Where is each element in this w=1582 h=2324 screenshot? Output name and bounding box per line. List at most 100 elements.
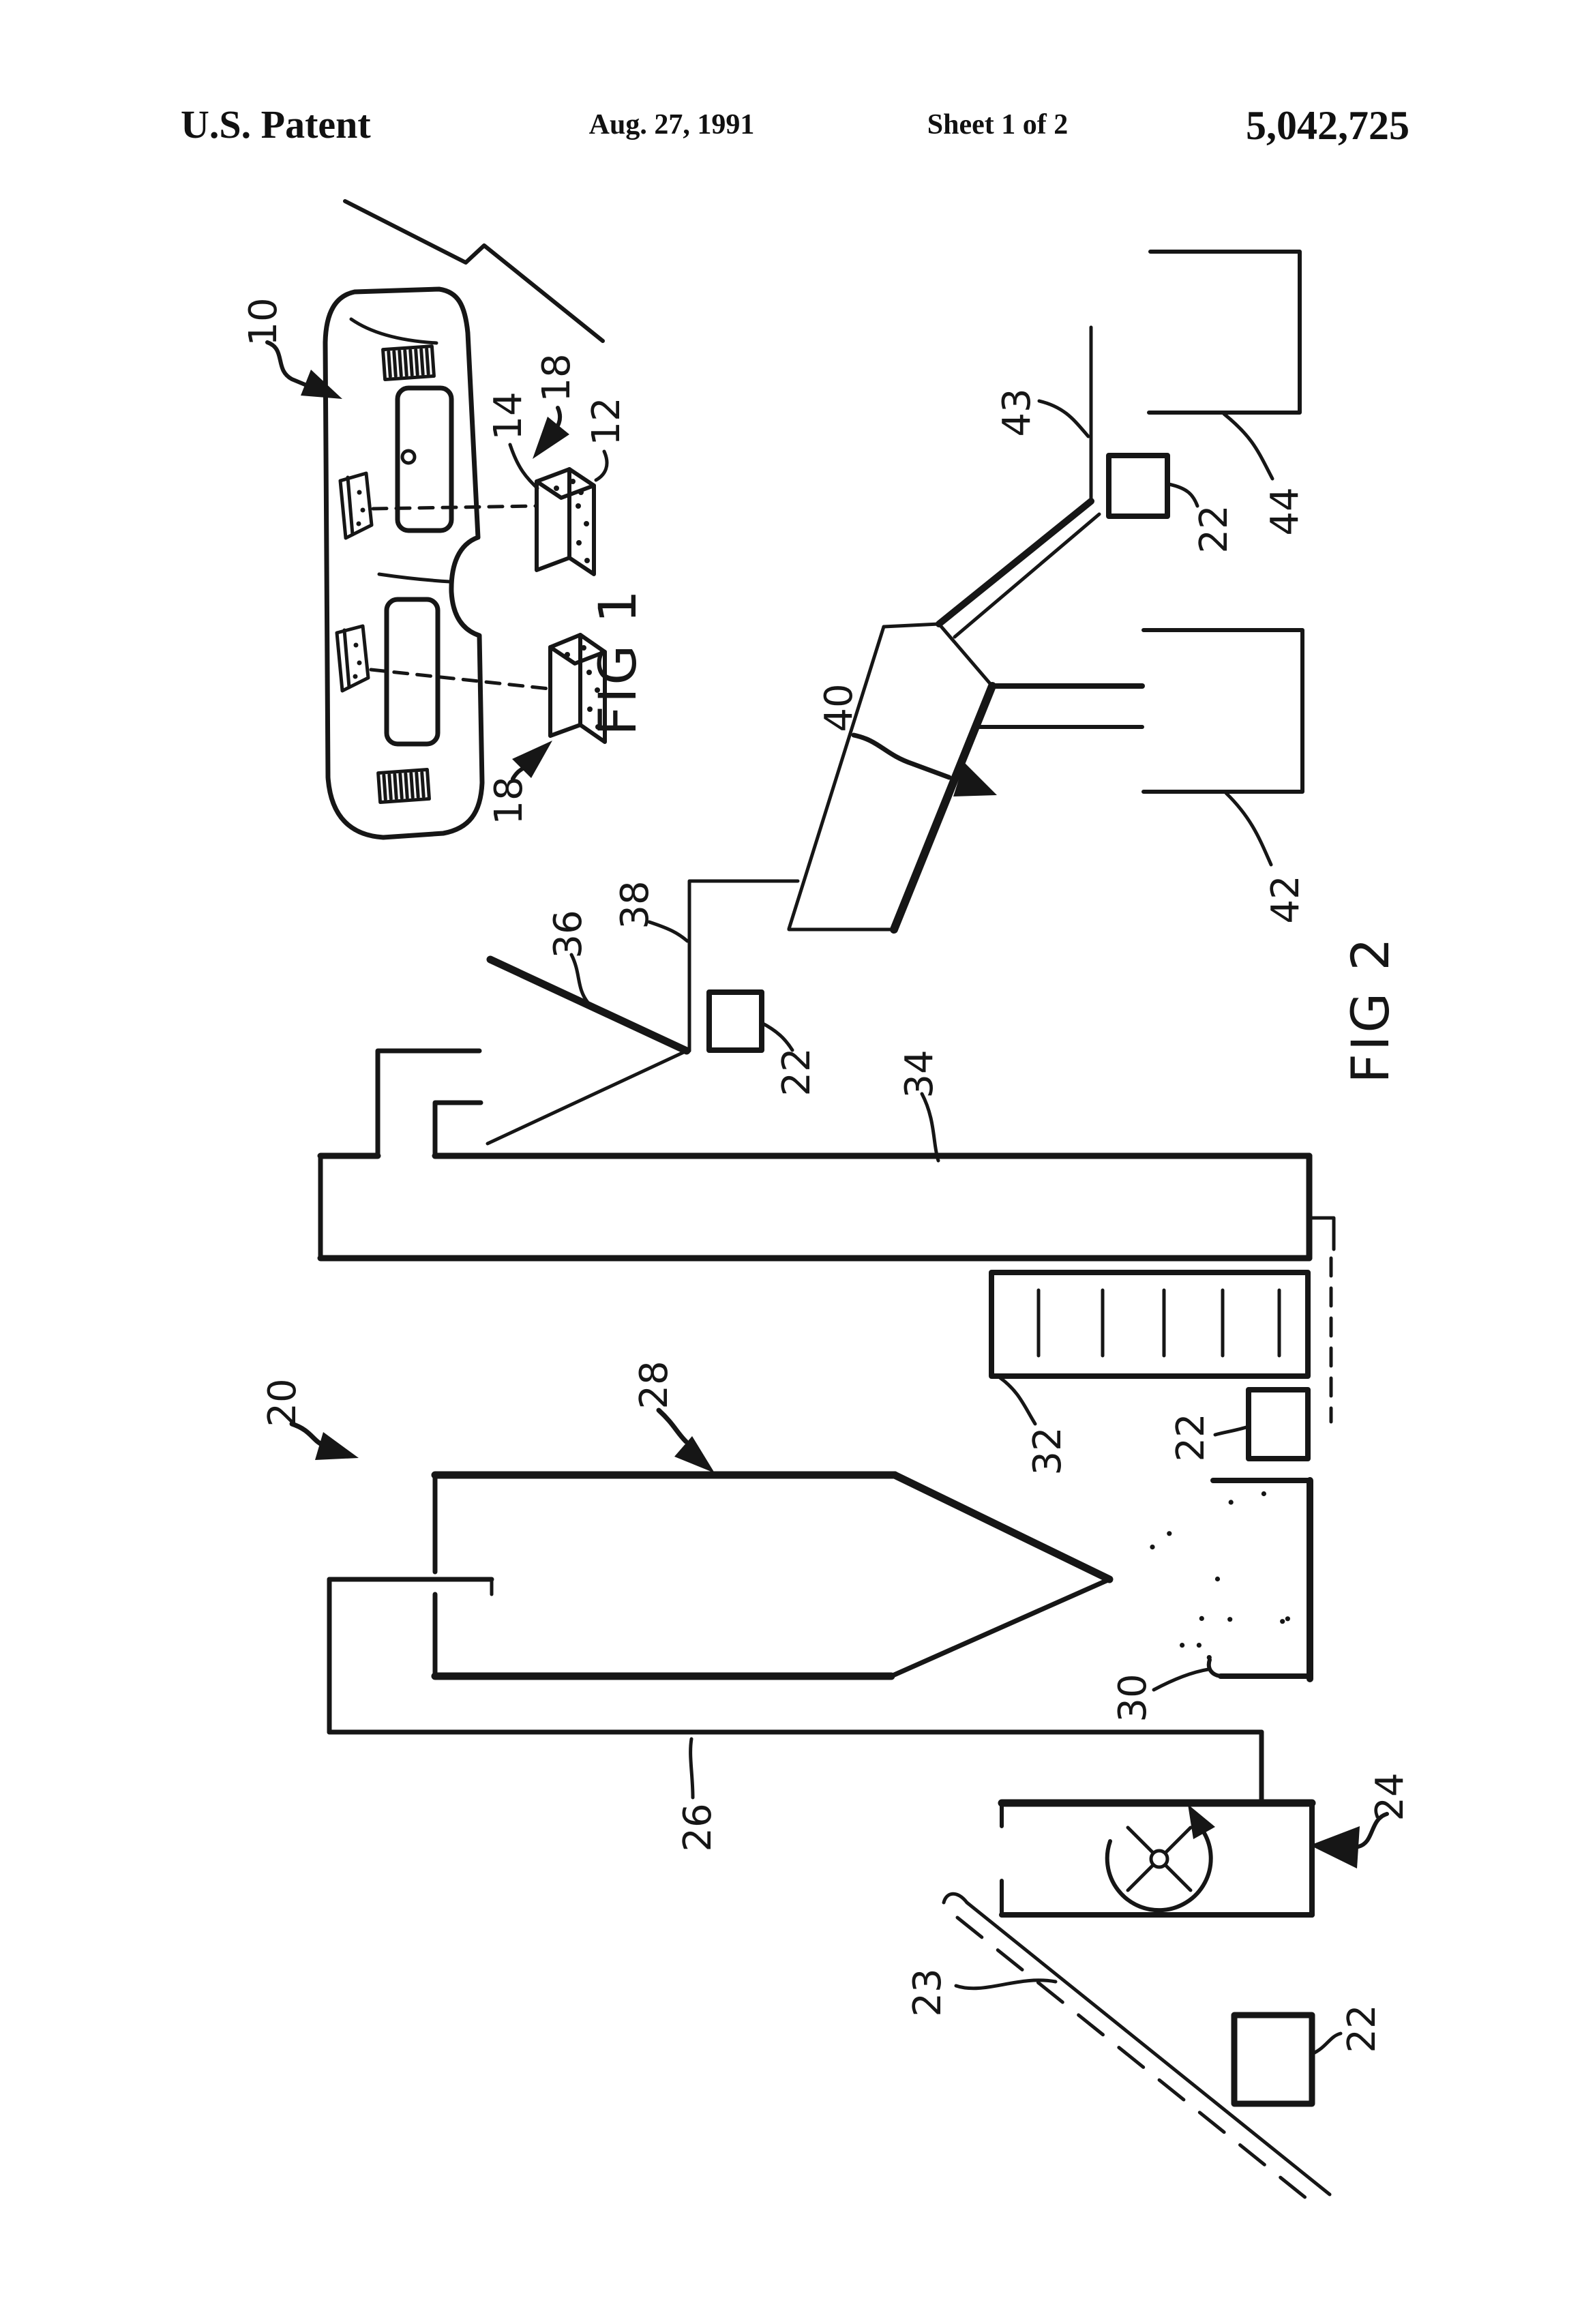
ref-36: 36: [546, 910, 591, 958]
vent-rear-frame: [376, 768, 431, 804]
ref-34-leader: [920, 1092, 940, 1163]
sensor-mount-rear: [335, 624, 370, 693]
vent-front-hatch: [387, 347, 430, 378]
sensor-box-bottom: [1231, 2012, 1315, 2107]
window-front: [395, 385, 454, 533]
chute-lower-wall: [953, 512, 1101, 639]
deflector-36-plate: [486, 955, 691, 1055]
deflector-36-lower: [486, 1049, 689, 1146]
ref-23-leader: [954, 1978, 1058, 1991]
body-crease: [377, 572, 452, 584]
patent-header-date: Aug. 27, 1991: [589, 109, 755, 140]
spray-dots: [1150, 1491, 1290, 1660]
ref-44: 44: [1263, 487, 1307, 535]
ref-28-arrowhead: [674, 1436, 715, 1473]
patent-header-title: U.S. Patent: [181, 102, 371, 147]
separation-chamber-28: [431, 1471, 1114, 1680]
spray-dot: [1196, 1643, 1202, 1648]
ref-30-leader: [1152, 1667, 1210, 1692]
figure-2: 44 43 22 40 42: [260, 250, 1412, 2211]
alignment-dash-front: [371, 504, 537, 511]
spray-dot: [1180, 1643, 1185, 1648]
ref-10: 10: [241, 297, 286, 346]
figure-1: 10 14 18 12 18 FIG 1: [241, 199, 648, 840]
screen-32: [989, 1270, 1311, 1379]
ref-38-leader: [647, 920, 689, 943]
ref-42: 42: [1264, 875, 1308, 923]
ref-43-leader: [1037, 399, 1090, 438]
ref-34: 34: [897, 1049, 942, 1098]
ref-23: 23: [906, 1968, 950, 2016]
ref-38: 38: [613, 880, 657, 929]
spray-dot: [1261, 1491, 1266, 1497]
vent-rear: [376, 768, 431, 804]
ref-28-leader: [656, 1407, 689, 1444]
ref-14: 14: [486, 391, 531, 440]
ref-22c-leader: [1213, 1425, 1251, 1437]
air-duct-26: [327, 1577, 1264, 1803]
ref-22a-leader: [1167, 482, 1199, 508]
ref-36-leader: [569, 953, 590, 1004]
ref-10-leader: [265, 340, 310, 388]
dashboard-curve: [349, 317, 438, 345]
vehicle-body-outline: [323, 286, 485, 840]
bin-upper-44: [1147, 250, 1302, 415]
spray-dot: [1214, 1576, 1221, 1582]
figure-1-caption: FIG 1: [587, 587, 648, 736]
window-rear: [384, 597, 441, 747]
transport-duct-34: [317, 1152, 1336, 1262]
ref-40-leader: [851, 732, 952, 780]
patent-header-number: 5,042,725: [1246, 103, 1409, 148]
vent-rear-hatch: [382, 771, 426, 801]
vent-front: [381, 344, 436, 382]
ref-22-mid: 22: [775, 1047, 819, 1096]
sensor-box-screen: [1246, 1387, 1311, 1461]
ref-43: 43: [995, 388, 1039, 436]
ref-32-leader: [998, 1375, 1037, 1426]
ref-32: 32: [1026, 1427, 1070, 1475]
vent-front-frame: [381, 344, 436, 382]
ref-12-leader: [594, 449, 609, 482]
ref-22d-leader: [1310, 2031, 1343, 2056]
door-lock-detail: [400, 449, 417, 465]
ref-40-arrowhead: [953, 762, 997, 796]
fan-housing-24: [998, 1799, 1316, 1918]
sensor-box-top: [1106, 453, 1170, 519]
sensor-box-mid: [706, 989, 764, 1053]
figure-2-caption: FIG 2: [1340, 935, 1401, 1084]
ref-24-leader: [1356, 1812, 1389, 1849]
page-header: U.S. Patent Aug. 27, 1991 Sheet 1 of 2 5…: [181, 102, 1409, 148]
ref-22-screen: 22: [1169, 1413, 1213, 1461]
ref-14-leader: [508, 443, 539, 490]
ref-18-rear-arrowhead: [512, 741, 552, 778]
ref-10-arrowhead: [301, 370, 342, 399]
ref-40: 40: [817, 683, 861, 732]
ref-28: 28: [632, 1360, 676, 1409]
spray-dot: [1199, 1615, 1204, 1621]
ref-30: 30: [1111, 1673, 1155, 1722]
feed-wall-inner: [432, 1100, 483, 1159]
alignment-dash-rear: [369, 668, 551, 691]
ref-42-leader: [1224, 791, 1273, 867]
spray-dot: [1227, 1617, 1233, 1622]
ref-24-arrowhead: [1310, 1826, 1360, 1868]
speaker-box-front: [535, 467, 596, 576]
ref-44-leader: [1222, 412, 1274, 481]
guide-wall-38: [687, 879, 800, 1053]
ref-20-arrowhead: [315, 1432, 359, 1460]
spray-dot: [1280, 1619, 1285, 1624]
speaker-box-rear: [548, 633, 607, 744]
spray-dot: [1150, 1545, 1155, 1550]
ref-18-front-arrowhead: [533, 417, 569, 459]
fan-rotor: [1105, 1804, 1215, 1913]
ref-22b-leader: [760, 1021, 794, 1052]
feed-wall-outer: [375, 1048, 482, 1159]
feed-conveyor-23: [942, 1892, 1332, 2211]
ref-18-front: 18: [535, 353, 579, 402]
break-line: [343, 199, 605, 343]
ref-26: 26: [676, 1803, 720, 1851]
ref-22-top: 22: [1192, 505, 1236, 553]
chute-upper-wall: [936, 498, 1094, 627]
ref-12: 12: [584, 397, 629, 445]
